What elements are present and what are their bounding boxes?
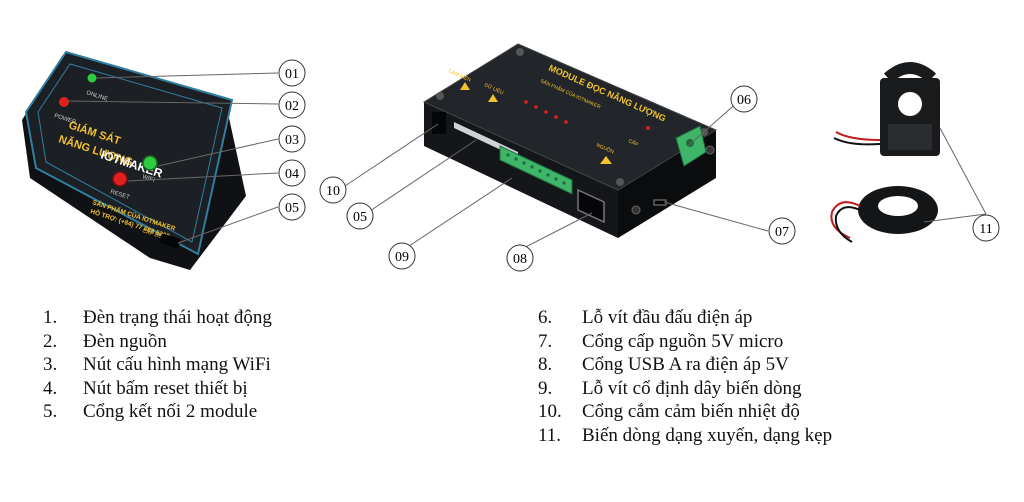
reset-label: RESET [109, 189, 130, 201]
legend-item: 1.Đèn trạng thái hoạt động [43, 307, 272, 328]
temp-sensor-port-icon [432, 112, 446, 134]
callout-05: 05 [278, 193, 306, 221]
svg-text:03: 03 [285, 133, 299, 148]
svg-text:06: 06 [737, 93, 751, 108]
legend-item: 9.Lỗ vít cố định dây biến dòng [538, 377, 802, 399]
callout-03: 03 [278, 125, 306, 153]
callout-09: 09 [388, 242, 416, 270]
callout-07: 07 [768, 217, 796, 245]
legend-left: 1.Đèn trạng thái hoạt động 2.Đèn nguồn 3… [43, 306, 272, 424]
callout-05b: 05 [346, 202, 374, 230]
callout-01: 01 [278, 59, 306, 87]
svg-text:11: 11 [979, 222, 992, 237]
svg-text:07: 07 [775, 225, 789, 240]
svg-text:10: 10 [326, 184, 340, 199]
legend-item: 11.Biến dòng dạng xuyến, dạng kẹp [538, 424, 833, 446]
callout-10: 10 [319, 176, 347, 204]
current-transformers [830, 62, 940, 243]
svg-text:02: 02 [285, 99, 299, 114]
callout-02: 02 [278, 91, 306, 119]
voltage-label: CẤP [627, 137, 640, 148]
legend-item: 4.Nút bấm reset thiết bị [43, 377, 248, 399]
callout-08: 08 [506, 244, 534, 272]
usb-a-port-icon [577, 188, 605, 224]
power-led-icon [59, 97, 69, 107]
legend-item: 7.Cổng cấp nguồn 5V micro [538, 330, 784, 352]
svg-text:01: 01 [285, 67, 299, 82]
monitor-device: ONLINE POWER GIÁM SÁT NĂNG LƯỢNG IOTMAKE… [22, 50, 246, 270]
svg-text:08: 08 [513, 252, 527, 267]
reset-button-icon [112, 171, 128, 187]
legend-item: 5.Cổng kết nối 2 module [43, 401, 258, 422]
svg-text:05: 05 [353, 210, 367, 225]
voltage-screw-icon [686, 139, 694, 147]
svg-text:05: 05 [285, 201, 299, 216]
online-led-icon [87, 73, 97, 83]
callouts: 01 02 03 04 05 06 07 08 09 10 05 11 [278, 59, 1000, 272]
legend-item: 2.Đèn nguồn [43, 330, 167, 352]
wifi-button-icon [142, 155, 158, 171]
legend-item: 6.Lỗ vít đầu đấu điện áp [538, 307, 753, 328]
legend-item: 3.Nút cấu hình mạng WiFi [43, 354, 271, 375]
legend-item: 8.Cổng USB A ra điện áp 5V [538, 354, 789, 375]
callout-06: 06 [730, 85, 758, 113]
module-connector-port-icon [159, 233, 181, 249]
wifi-label: WIFI [141, 174, 155, 184]
svg-text:04: 04 [285, 167, 299, 182]
callout-11: 11 [972, 214, 1000, 242]
legend-right: 6.Lỗ vít đầu đấu điện áp 7.Cổng cấp nguồ… [538, 306, 832, 447]
energy-module-device: MODULE ĐỌC NĂNG LƯỢNG SẢN PHẨM CỦA IOTMA… [422, 43, 718, 238]
svg-text:09: 09 [395, 250, 409, 265]
legend-item: 10.Cổng cắm cảm biến nhiệt độ [538, 401, 800, 422]
callout-04: 04 [278, 159, 306, 187]
diagram-stage: ONLINE POWER GIÁM SÁT NĂNG LƯỢNG IOTMAKE… [22, 43, 1000, 272]
